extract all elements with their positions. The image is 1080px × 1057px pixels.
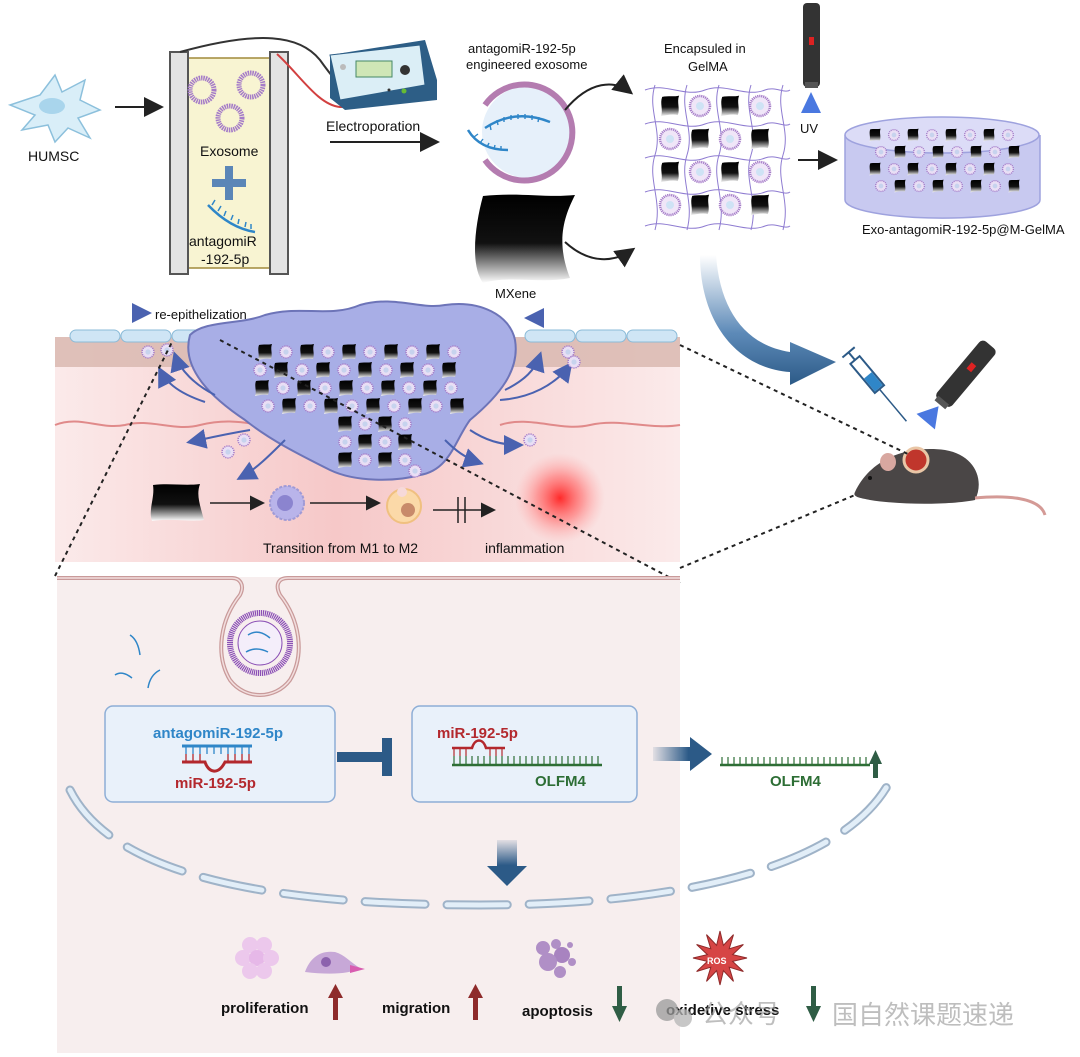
mxene-sheet-icon [475,194,575,283]
exosome-particle [748,160,772,184]
uv-lamp-handheld-icon [916,340,996,430]
watermark-text: 国自然课题速递 [832,1001,1014,1031]
exosome-particle [688,94,712,118]
mxene-particle [690,128,710,150]
engineered-exosome-icon [466,81,576,184]
zoom-line-mouse-bottom [679,494,856,569]
gelma-hydrogel-disc-icon [844,116,1041,219]
exosome-particle [718,127,742,151]
m2-macrophage-icon [386,487,422,524]
mir-olfm4-binding-box [411,705,638,803]
top-section: HUMSC Exosome antagomiR -192-5p [7,3,1065,516]
release-arrows [158,351,573,480]
mouse-icon [854,446,1047,516]
cuvette-icon [169,51,289,275]
mxene-particle [750,128,770,150]
olfm4-up-arrow-icon [869,750,882,778]
encapsulated-label-line1: Encapsuled in [664,41,746,56]
engineered-exosome-label-line1: antagomiR-192-5p [468,41,576,56]
gelma-network-icon [644,84,791,231]
outcome-apoptosis-label: apoptosis [522,1003,593,1020]
mxene-particle [750,194,770,216]
product-label: Exo-antagomiR-192-5p@M-GelMA [862,222,1065,237]
apoptosis-down-arrow-icon [612,986,627,1022]
outcome-proliferation-label: proliferation [221,1000,309,1017]
big-curved-arrow-icon [700,255,836,385]
uv-label: UV [800,121,818,136]
mir-olfm4-duplex-icon [452,739,602,767]
zoom-line-mouse-top [679,344,911,456]
exosome-particle [658,193,682,217]
outcome-oxidative-stress-label: oxidetive stress [666,1002,779,1019]
watermark-prefix: 公众号 [702,1000,780,1030]
antagomir-mir-duplex-icon [182,744,252,773]
box2-olfm4-label: OLFM4 [535,773,586,790]
exosome-particle [688,160,712,184]
box1-antagomir-label: antagomiR-192-5p [153,725,283,742]
mxene-label: MXene [495,286,536,301]
syringe-icon [841,346,907,422]
reepithelization-label: re-epithelization [155,307,247,322]
arrow-mxene-to-gelma [564,241,636,268]
cell-panel [57,577,680,1053]
oxidative-stress-down-arrow-icon [806,986,821,1022]
mxene-particle [690,194,710,216]
box2-mir-label: miR-192-5p [437,725,518,742]
exosome-particle [718,193,742,217]
antagomir-binding-box [104,705,336,803]
mxene-particle [660,95,680,117]
inflammation-label: inflammation [485,540,564,556]
free-antagomir-icons [114,634,161,689]
migrating-cell-icon [305,951,365,974]
epithelial-cells-right [524,329,678,343]
mxene-particle [720,95,740,117]
arrow-exosome-to-gelma [564,74,634,111]
electroporation-label: Electroporation [326,118,420,134]
ros-burst-icon: ROS [692,930,748,986]
humsc-label: HUMSC [28,148,79,164]
outcome-migration-label: migration [382,1000,450,1017]
antagomir-label-line2: -192-5p [201,251,249,267]
exosome-label: Exosome [200,143,259,159]
zoom-line-left [54,341,173,577]
uv-lamp-icon [801,3,821,113]
cell-section: antagomiR-192-5p miR-192-5p miR-192-5p O… [57,576,1014,1053]
watermark: 公众号 国自然课题速递 [656,999,1014,1031]
humsc-cell-icon [7,73,102,144]
migration-up-arrow-icon [468,984,483,1020]
inhibition-symbol [337,738,392,776]
apoptotic-cell-icon [536,939,576,978]
proliferation-up-arrow-icon [328,984,343,1020]
electroporator-icon [179,37,437,110]
encapsulated-label-line2: GelMA [688,59,728,74]
box1-mir-label: miR-192-5p [175,775,256,792]
mxene-particle [660,161,680,183]
mxene-particle [720,161,740,183]
wound-section: re-epithelization [54,300,911,584]
m1-macrophage-icon [269,485,305,521]
transition-label: Transition from M1 to M2 [263,540,418,556]
exosome-particle [748,94,772,118]
ros-badge-label: ROS [707,956,727,966]
inflammation-glow [515,453,605,543]
zoom-line-center [219,339,681,584]
arrow-to-outcomes [487,840,527,886]
exosome-particle [658,127,682,151]
mxene-icon-small [150,484,204,521]
cell-cluster-icon [235,937,279,979]
antagomir-label-line1: antagomiR [189,233,257,249]
endocytosed-exosome-icon [227,610,293,676]
olfm4-result-label: OLFM4 [770,773,821,790]
arrow-to-olfm4 [653,737,712,771]
engineered-exosome-label-line2: engineered exosome [466,57,587,72]
